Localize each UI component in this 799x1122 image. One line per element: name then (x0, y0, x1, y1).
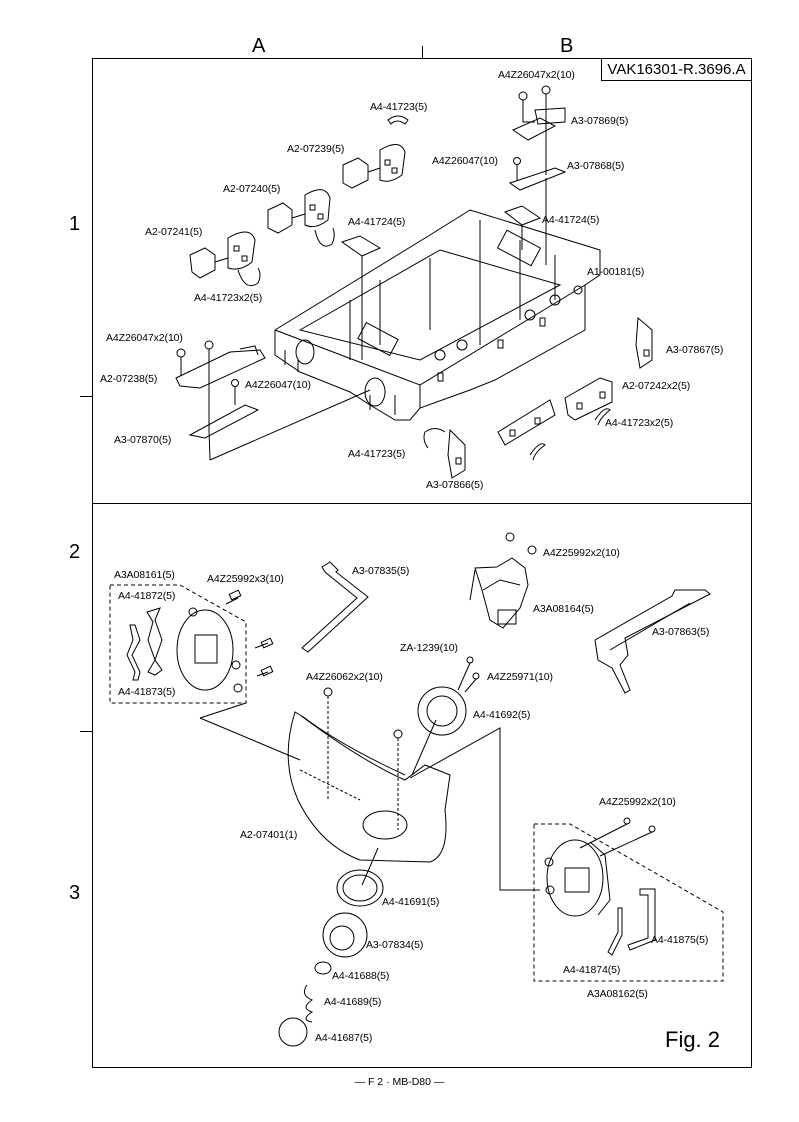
grip-cover-a2-07401 (288, 688, 540, 890)
part-label: A4-41723(5) (370, 101, 428, 113)
row-header-3: 3 (69, 882, 81, 904)
part-label: A3A08161(5) (114, 569, 175, 581)
part-label: A3-07835(5) (352, 565, 410, 577)
flex-cable-a3-07863 (595, 590, 710, 693)
contact-plates-b (424, 318, 652, 478)
part-label: A4-41873(5) (118, 686, 176, 698)
part-label: A4Z26047(10) (245, 379, 311, 391)
part-label: A4-41875(5) (651, 934, 709, 946)
dial-a4-41692 (412, 657, 479, 775)
part-label: A3A08164(5) (533, 603, 594, 615)
flex-cable-a3-07835 (302, 562, 368, 652)
part-label: A4-41724(5) (542, 214, 600, 226)
part-label: A4Z25992x3(10) (207, 573, 284, 585)
document-id: VAK16301-R.3696.A (601, 59, 751, 81)
part-label: A4Z26047x2(10) (498, 69, 575, 81)
switch-unit-a3a08164 (470, 533, 536, 628)
part-label: A1-00181(5) (587, 266, 645, 278)
column-header-a: A (252, 35, 266, 57)
part-label: A4-41688(5) (332, 970, 390, 982)
chassis-a1-00181 (275, 210, 600, 420)
row-header-1: 1 (69, 213, 81, 235)
diagram-frame (92, 58, 752, 1068)
part-label: A4-41723(5) (348, 448, 406, 460)
part-label: A3-07867(5) (666, 344, 724, 356)
part-label: A3-07834(5) (366, 939, 424, 951)
part-label: A3A08162(5) (587, 988, 648, 1000)
dial-unit-left (127, 590, 300, 760)
part-label: A4-41723x2(5) (194, 292, 263, 304)
bracket-assembly-a (176, 341, 370, 460)
part-label: A3-07869(5) (571, 115, 629, 127)
part-label: A3-07868(5) (567, 160, 625, 172)
row-divider-tick (80, 396, 92, 397)
part-label: A4Z25992x2(10) (543, 547, 620, 559)
part-label: A4-41689(5) (324, 996, 382, 1008)
contact-plates-a (190, 116, 408, 286)
part-label: A3-07870(5) (114, 434, 172, 446)
dial-unit-right (545, 818, 655, 955)
part-label: A4Z25992x2(10) (599, 796, 676, 808)
part-label: A4-41723x2(5) (605, 417, 674, 429)
bracket-assembly-b (510, 86, 565, 265)
release-knob-stack (279, 848, 383, 1046)
column-header-b: B (560, 35, 574, 57)
figure-label: Fig. 2 (665, 1027, 721, 1052)
row-header-2: 2 (69, 541, 81, 563)
column-divider-tick (422, 46, 423, 58)
part-label: A4Z25971(10) (487, 671, 553, 683)
part-label: A2-07241(5) (145, 226, 203, 238)
subassembly-box-a3a08162 (534, 824, 723, 981)
section-divider (92, 503, 752, 504)
part-label: A3-07866(5) (426, 479, 484, 491)
part-label: A4Z26047x2(10) (106, 332, 183, 344)
part-label: A4Z26047(10) (432, 155, 498, 167)
part-label: A4-41691(5) (382, 896, 440, 908)
part-label: A4-41874(5) (563, 964, 621, 976)
part-label: A4-41872(5) (118, 590, 176, 602)
part-label: A4-41687(5) (315, 1032, 373, 1044)
part-label: A2-07238(5) (100, 373, 158, 385)
part-label: A4-41692(5) (473, 709, 531, 721)
part-label: A4-41724(5) (348, 216, 406, 228)
part-label: A2-07242x2(5) (622, 380, 691, 392)
insulator-sheets (342, 206, 540, 360)
page-footer: — F 2 · MB-D80 — (354, 1076, 445, 1088)
part-label: A4Z26062x2(10) (306, 671, 383, 683)
part-label: A2-07401(1) (240, 829, 298, 841)
subassembly-box-a3a08161 (110, 585, 246, 703)
row-divider-tick (80, 731, 92, 732)
part-label: A3-07863(5) (652, 626, 710, 638)
part-label: A2-07240(5) (223, 183, 281, 195)
part-label: A2-07239(5) (287, 143, 345, 155)
part-label: ZA-1239(10) (400, 642, 458, 654)
